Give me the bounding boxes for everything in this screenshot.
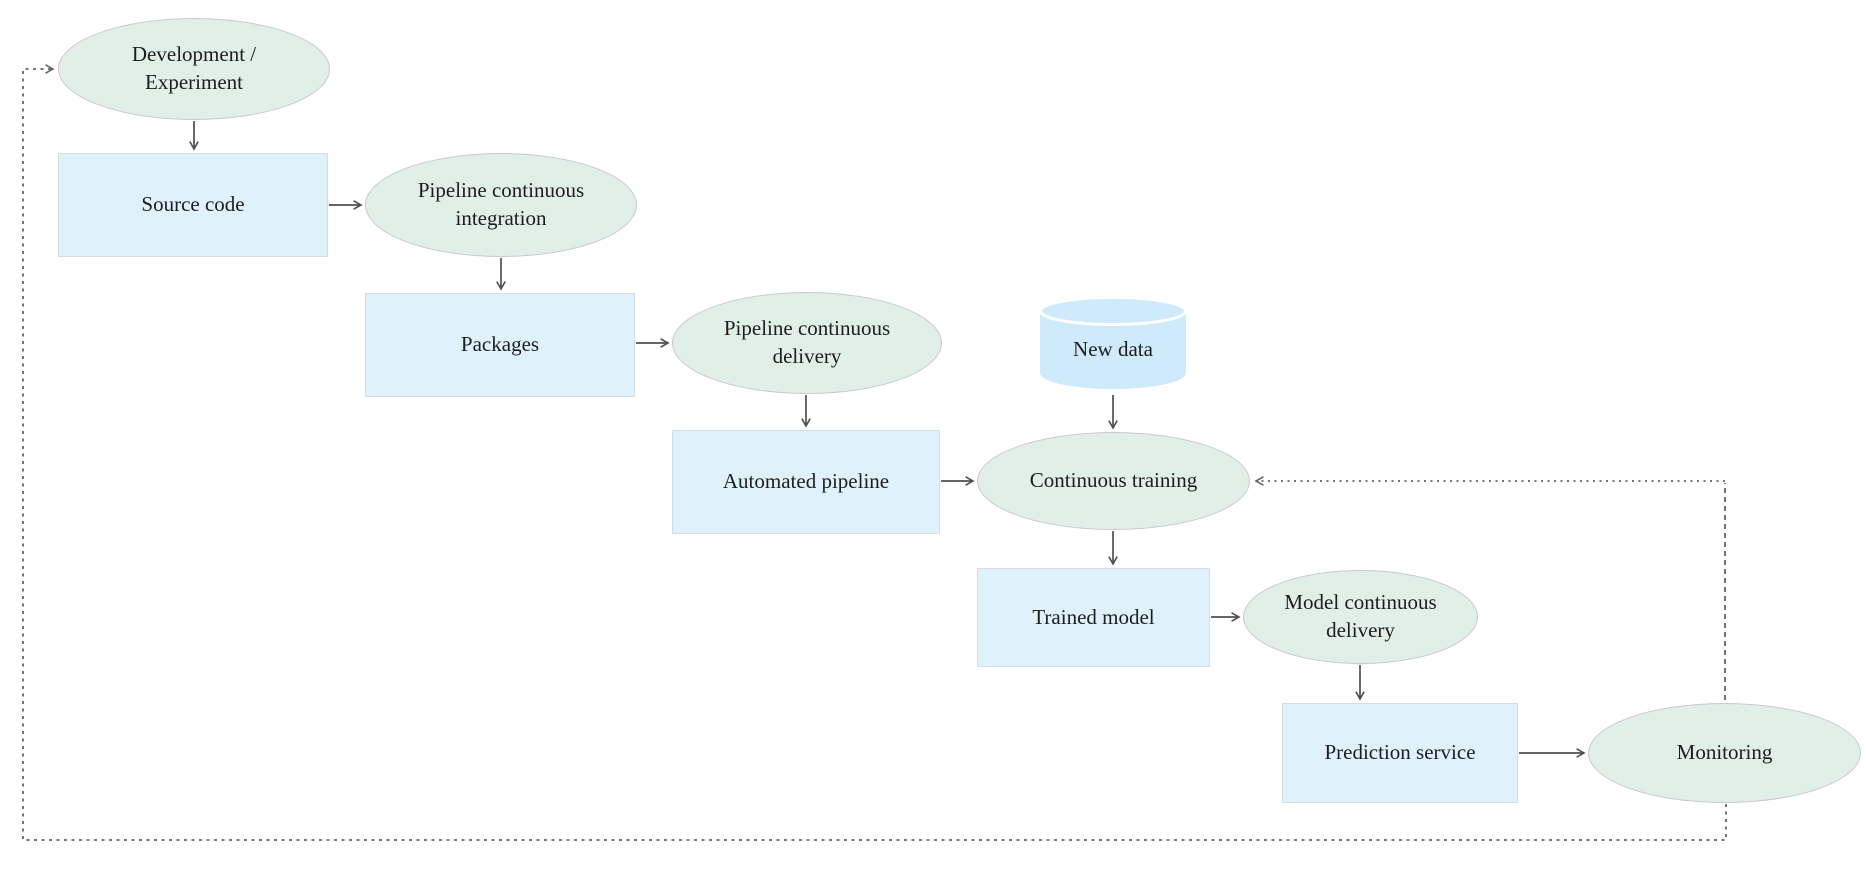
node-label: Model continuous delivery [1284,590,1437,642]
node-label: Pipeline continuous integration [417,178,585,230]
node-label: Packages [460,332,540,357]
node-label: Development / Experiment [131,42,257,94]
node-model-continuous-delivery: Model continuous delivery [1243,570,1478,664]
node-automated-pipeline: Automated pipeline [672,430,940,534]
node-label: Source code [141,192,245,217]
node-prediction-service: Prediction service [1282,703,1518,803]
node-label: New data [1073,337,1153,362]
node-packages: Packages [365,293,635,397]
node-label: Pipeline continuous delivery [723,316,891,368]
database-cylinder-icon [1040,297,1186,389]
node-label: Prediction service [1324,740,1476,765]
node-label: Automated pipeline [722,469,890,494]
node-development-experiment: Development / Experiment [58,18,330,120]
node-monitoring: Monitoring [1588,703,1861,803]
node-label: Monitoring [1676,740,1773,765]
node-label: Trained model [1032,604,1155,629]
node-label: Continuous training [1029,468,1198,493]
node-trained-model: Trained model [977,568,1210,667]
node-source-code: Source code [58,153,328,257]
node-new-data: New data [1040,297,1186,393]
node-pipeline-continuous-integration: Pipeline continuous integration [365,153,637,257]
node-pipeline-continuous-delivery: Pipeline continuous delivery [672,292,942,394]
node-continuous-training: Continuous training [977,432,1250,530]
